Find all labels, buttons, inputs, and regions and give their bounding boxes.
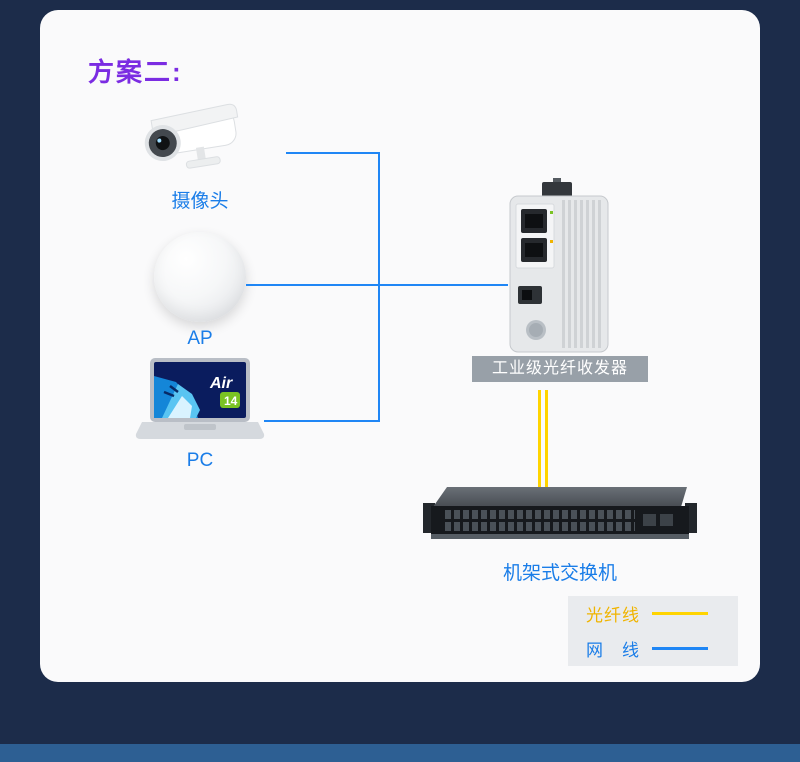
fiber-line — [538, 390, 541, 492]
camera-ethernet-line — [286, 152, 378, 154]
ap-ethernet-line — [246, 284, 378, 286]
fiber-transceiver-label: 工业级光纤收发器 — [472, 356, 648, 382]
solution-card: 方案二: 摄像头 AP — [40, 10, 760, 682]
bottom-band — [0, 744, 800, 762]
laptop-icon: Air 14 — [135, 358, 265, 439]
trunk-vertical-line — [378, 152, 380, 422]
switch-sfp-ports — [643, 514, 677, 526]
legend-fiber-label: 光纤线 — [586, 606, 640, 625]
legend-row-fiber: 光纤线 — [586, 601, 738, 626]
pc-device: Air 14 PC — [128, 358, 272, 472]
legend-fiber-line-swatch — [652, 612, 708, 615]
ap-icon — [154, 232, 246, 322]
rack-switch-label: 机架式交换机 — [502, 563, 617, 584]
switch-port-row — [445, 522, 635, 531]
camera-label: 摄像头 — [171, 191, 229, 212]
legend: 光纤线 网 线 — [568, 596, 738, 666]
switch-port-row — [445, 510, 635, 519]
camera-icon — [144, 103, 239, 169]
legend-ethernet-line-swatch — [652, 647, 708, 650]
switch-top-face — [433, 487, 687, 507]
legend-ethernet-label: 网 线 — [586, 641, 640, 660]
transceiver-uplink-line — [378, 284, 508, 286]
camera-device: 摄像头 — [130, 102, 270, 213]
laptop-brand-text: Air — [209, 375, 233, 392]
page-title: 方案二: — [88, 57, 183, 87]
legend-row-ethernet: 网 线 — [586, 636, 738, 661]
switch-base — [431, 534, 689, 539]
fiber-transceiver-icon — [509, 178, 609, 353]
rack-switch-icon — [423, 487, 697, 551]
laptop-model-text: 14 — [224, 394, 238, 408]
pc-label: PC — [186, 450, 214, 471]
switch-front-panel — [431, 506, 689, 534]
ap-device: AP — [150, 232, 250, 350]
pc-ethernet-line — [264, 420, 378, 422]
ap-label: AP — [187, 328, 213, 349]
fiber-line — [545, 390, 548, 492]
